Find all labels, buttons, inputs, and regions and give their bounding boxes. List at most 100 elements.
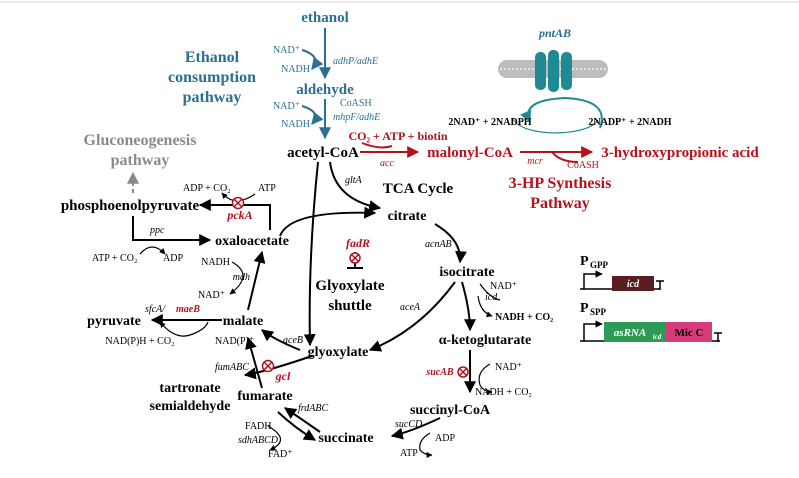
asrna-subscript: icd	[653, 333, 662, 341]
ethanol-pathway-title-2: consumption	[168, 69, 256, 86]
oxaloacetate-to-citrate-arrow	[279, 206, 377, 237]
adp-succd: ADP	[435, 433, 455, 444]
adp-ppc: ADP	[163, 253, 183, 264]
oxaloacetate-to-pep-arrow	[198, 199, 271, 230]
pcka-knockout-icon	[231, 196, 245, 210]
citrate-to-isocitrate-arrow	[434, 223, 467, 264]
succinylcoa-to-succinate-arrow	[390, 417, 441, 440]
coash-ethanol: CoASH	[340, 98, 372, 109]
fadh-label: FADH	[245, 421, 271, 432]
sucab-label: sucAB	[425, 367, 454, 378]
tca-cycle-title: TCA Cycle	[383, 181, 454, 197]
tartronate-label: tartronate	[159, 381, 220, 396]
acnab-enzyme: acnAB	[425, 239, 452, 250]
acetyl-coa-label: acetyl-CoA	[287, 145, 359, 161]
mdh-side-arrow	[229, 261, 244, 295]
tartronate-label-2: semialdehyde	[150, 399, 231, 414]
isocitrate-label: isocitrate	[439, 265, 494, 280]
ethanol-pathway: Ethanol consumption pathway ethanol NAD⁺…	[168, 10, 380, 140]
cofactor-cycle-arrow-top	[520, 96, 603, 129]
hp-pathway-title: 3-HP Synthesis	[509, 175, 612, 192]
mcr-enzyme: mcr	[527, 156, 543, 167]
glyoxylate-label: glyoxylate	[308, 345, 369, 360]
core-metabolism: acetyl-CoA gltA TCA Cycle citrate acnAB …	[61, 145, 553, 460]
isocitrate-to-glyoxylate-arrow	[368, 281, 456, 352]
nad-nadh-curve-1	[301, 49, 324, 70]
acc-enzyme: acc	[380, 158, 394, 169]
hp-pathway-title-2: Pathway	[530, 195, 590, 212]
p-gpp-subscript: GPP	[590, 260, 608, 270]
fadr-label: fadR	[346, 236, 370, 250]
glyoxylate-shunt-title: Glyoxylate	[315, 278, 384, 294]
adh-enzyme: adhP/adhE	[333, 56, 378, 67]
adp-co2-pck: ADP + CO₂	[183, 183, 231, 194]
ethanol-pathway-title: Ethanol	[185, 49, 240, 66]
nadh-co2-suc: NADH + CO₂	[475, 387, 532, 398]
fumarate-label: fumarate	[237, 389, 292, 404]
nad-suc: NAD⁺	[495, 362, 522, 373]
succd-enzyme: sucCD	[395, 419, 423, 430]
ppc-enzyme: ppc	[149, 225, 165, 236]
nadh-co2-icd: NADH + CO₂	[495, 312, 553, 323]
cofactor-left: 2NAD⁺ + 2NADPH	[448, 117, 531, 128]
succinate-label: succinate	[318, 431, 373, 446]
nadh-1: NADH	[281, 64, 310, 75]
oxaloacetate-label: oxaloacetate	[215, 234, 289, 249]
spp-promoter-arrow	[583, 320, 603, 341]
pep-to-oxaloacetate-arrow	[132, 216, 212, 246]
acetylcoa-to-citrate-arrow	[329, 161, 382, 213]
malonyl-coa-label: malonyl-CoA	[427, 145, 513, 161]
acc-inputs: CO₂ + ATP + biotin	[348, 129, 447, 143]
pyruvate-label: pyruvate	[87, 314, 141, 329]
nadph-co2: NAD(P)H + CO₂	[105, 336, 174, 347]
maeb-enzyme: maeB	[176, 304, 200, 315]
p-spp-label: P	[580, 301, 589, 316]
nadh-2: NADH	[281, 119, 310, 130]
fadr-knockout-icon	[347, 252, 363, 269]
acc-curve	[361, 142, 393, 149]
cofactor-cycle-arrow-bottom	[511, 117, 599, 134]
mhpf-enzyme: mhpF/adhE	[333, 112, 380, 123]
succinyl-coa-label: succinyl-CoA	[410, 403, 491, 418]
gluconeogenesis-title-2: pathway	[111, 152, 170, 169]
nad-mdh: NAD⁺	[198, 290, 225, 301]
atp-co2-ppc: ATP + CO₂	[92, 253, 137, 264]
icd-enzyme: icd	[485, 292, 498, 303]
nadh-mdh: NADH	[201, 257, 230, 268]
nad-icd: NAD⁺	[490, 281, 517, 292]
membrane-icon	[498, 50, 608, 92]
sfca-enzyme: sfcA/	[145, 304, 166, 315]
ethanol-label: ethanol	[301, 10, 349, 26]
nad-plus-1: NAD⁺	[273, 45, 300, 56]
asrna-box	[604, 322, 666, 342]
mdh-enzyme: mdh	[233, 272, 250, 283]
isocitrate-to-akg-arrow	[461, 281, 476, 332]
succd-side-arrow	[419, 432, 433, 458]
ethanol-pathway-title-3: pathway	[183, 89, 242, 106]
pep-label: phosphoenolpyruvate	[61, 198, 200, 214]
gcl-label: gcl	[275, 369, 291, 383]
icd-side-curve	[479, 283, 501, 301]
fadh-curve	[267, 425, 282, 451]
malate-to-oxaloacetate-arrow	[247, 250, 266, 311]
sucab-knockout-icon	[457, 366, 469, 378]
p-spp-subscript: SPP	[590, 307, 607, 317]
glyoxylate-to-malate-arrow	[261, 329, 301, 351]
acetylcoa-to-malate-arrow	[303, 161, 319, 347]
aldehyde-label: aldehyde	[296, 82, 354, 98]
sucab-side-arrow	[478, 363, 493, 395]
p-gpp-label: P	[580, 254, 589, 269]
nadp-label: NAD(P)⁺	[215, 336, 254, 347]
gluconeogenesis: Gluconeogenesis pathway	[84, 132, 196, 193]
nad-plus-2: NAD⁺	[273, 101, 300, 112]
glta-enzyme: gltA	[345, 175, 363, 186]
fumabc-enzyme: fumABC	[215, 362, 249, 373]
atp-pck: ATP	[258, 183, 276, 194]
icd-product-arrow	[477, 295, 493, 318]
malate-label: malate	[223, 314, 263, 329]
asrna-label: asRNA	[614, 327, 646, 339]
mcr-curve	[551, 151, 579, 163]
nad-nadh-curve-2	[301, 105, 324, 125]
